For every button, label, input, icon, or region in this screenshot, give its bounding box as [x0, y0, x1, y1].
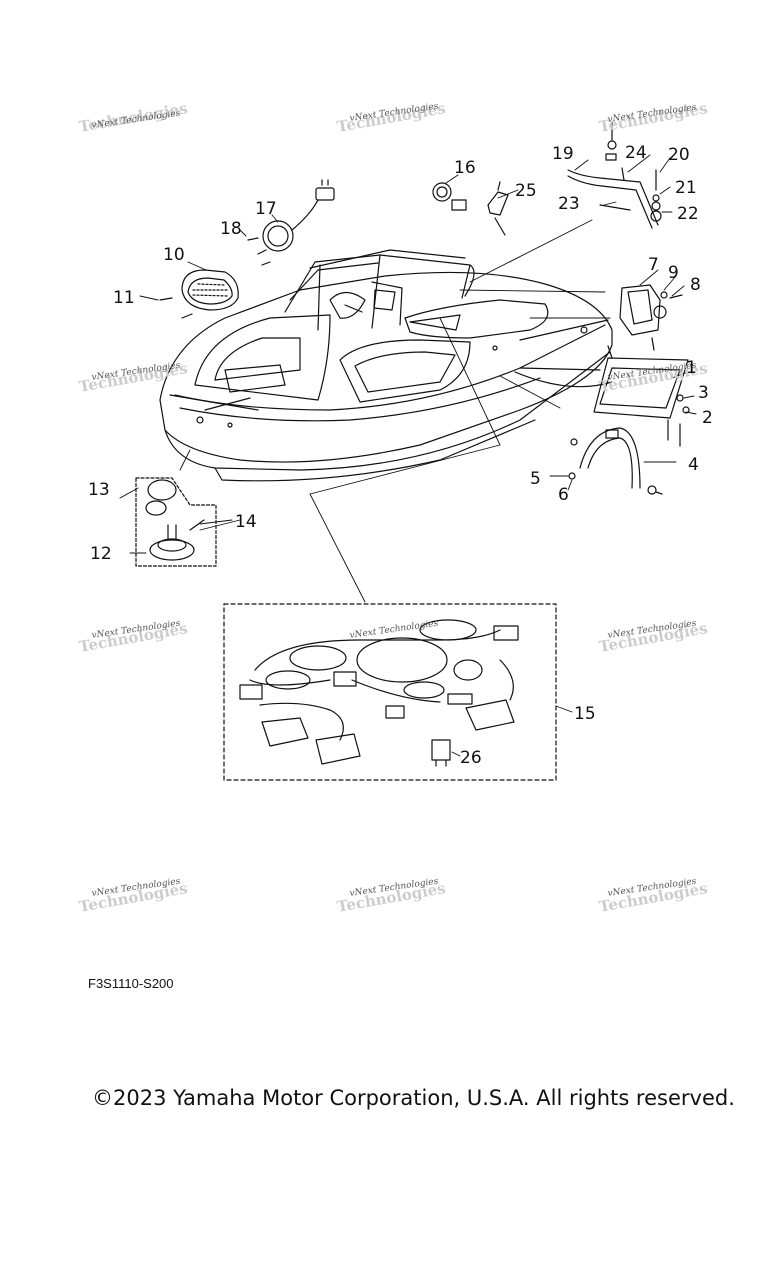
svg-text:vNext Technologies: vNext Technologies — [349, 619, 439, 641]
callout-4: 4 — [688, 455, 699, 475]
bracket-assembly — [567, 121, 662, 229]
callout-16: 16 — [454, 158, 476, 178]
strap-assembly — [568, 427, 663, 495]
callout-1: 1 — [686, 358, 697, 378]
wiring-harness-detail — [223, 603, 557, 781]
callout-26: 26 — [460, 748, 482, 768]
callout-7: 7 — [648, 255, 659, 275]
diagram-code: F3S1110-S200 — [88, 976, 174, 991]
speaker-assembly — [159, 269, 239, 319]
callout-23: 23 — [558, 194, 580, 214]
callout-12: 12 — [90, 544, 112, 564]
callout-6: 6 — [558, 485, 569, 505]
callout-22: 22 — [677, 204, 699, 224]
callout-19: 19 — [552, 144, 574, 164]
callout-11: 11 — [113, 288, 135, 308]
gauge-assembly — [247, 179, 335, 266]
switch-detail — [135, 477, 217, 567]
callout-5: 5 — [530, 469, 541, 489]
watermarks: Technologies vNext Technologies Technolo… — [78, 99, 709, 916]
callout-2: 2 — [702, 408, 713, 428]
callout-24: 24 — [625, 143, 647, 163]
callout-8: 8 — [690, 275, 701, 295]
callout-labels: 1 2 3 4 5 6 7 8 9 10 11 12 13 14 15 16 1… — [88, 143, 713, 768]
callout-15: 15 — [574, 704, 596, 724]
fuse-box-assembly — [619, 284, 683, 336]
callout-21: 21 — [675, 178, 697, 198]
copyright-notice: ©2023 Yamaha Motor Corporation, U.S.A. A… — [92, 1086, 735, 1110]
callout-3: 3 — [698, 383, 709, 403]
callout-13: 13 — [88, 480, 110, 500]
leader-lines — [119, 154, 697, 757]
callout-17: 17 — [255, 199, 277, 219]
callout-25: 25 — [515, 181, 537, 201]
callout-10: 10 — [163, 245, 185, 265]
boat-hull — [159, 249, 613, 482]
callout-20: 20 — [668, 145, 690, 165]
sensor-assembly — [432, 181, 509, 236]
callout-9: 9 — [668, 263, 679, 283]
callout-18: 18 — [220, 219, 242, 239]
callout-14: 14 — [235, 512, 257, 532]
junction-box-assembly — [593, 337, 690, 447]
